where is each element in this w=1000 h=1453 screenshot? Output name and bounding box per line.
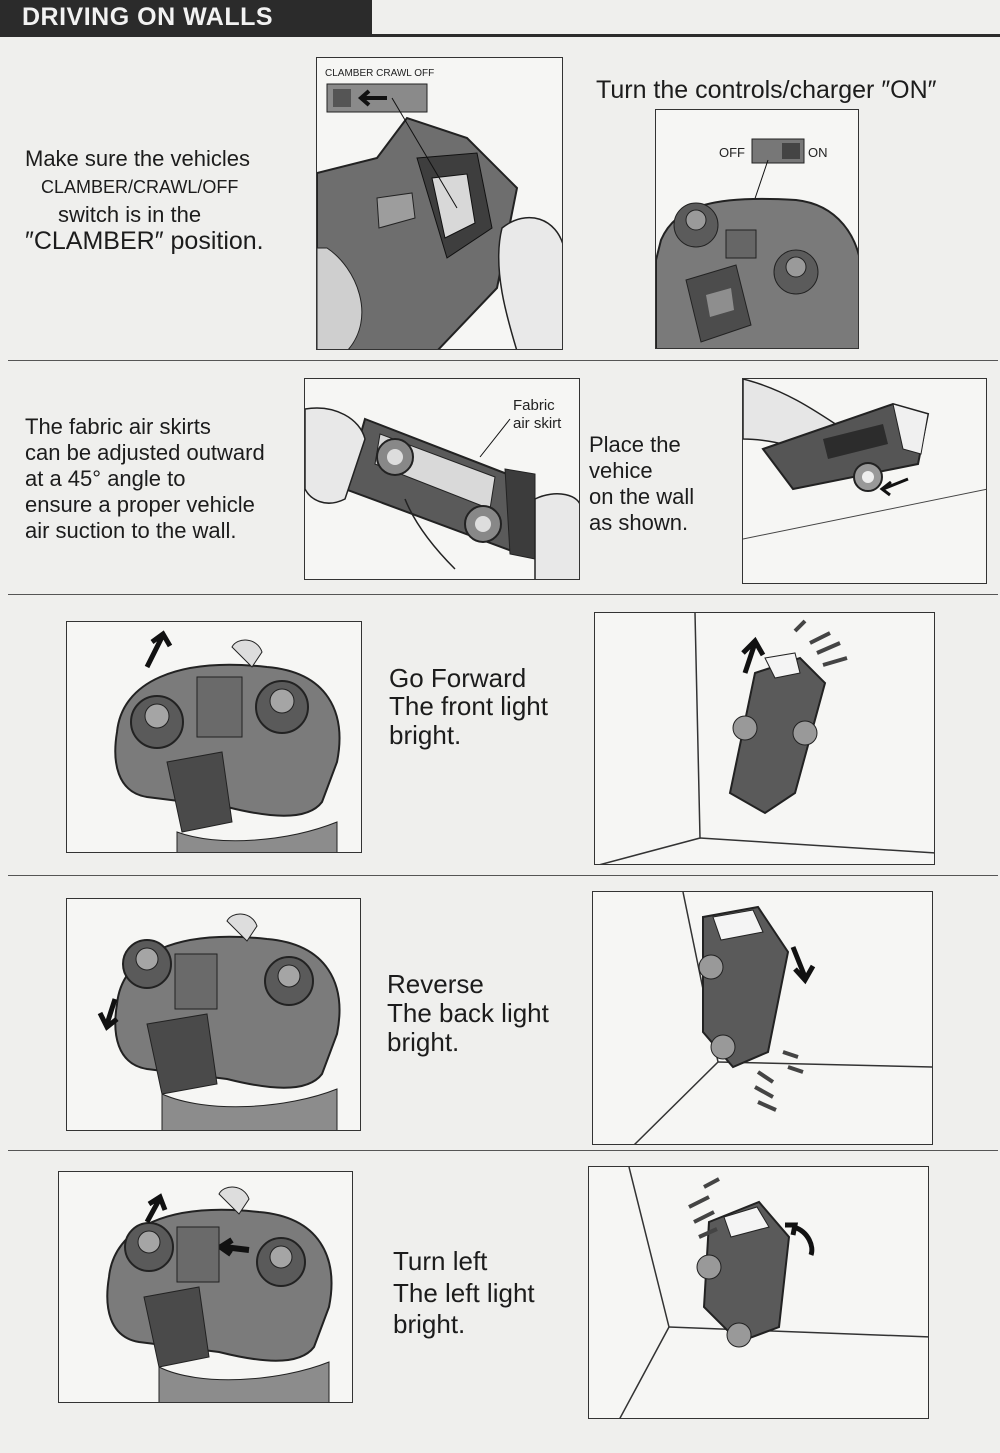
forward-wall-image <box>599 613 934 864</box>
left-controller-panel <box>58 1171 353 1403</box>
place-line-2: vehice <box>589 458 653 483</box>
reverse-line-3: bright. <box>387 1027 460 1057</box>
reverse-line-2: The back light <box>387 998 549 1028</box>
section-divider-2 <box>8 594 998 595</box>
step2-line-1: The fabric air skirts <box>25 414 211 439</box>
reverse-controller-panel <box>66 898 361 1131</box>
controls-on-text: Turn the controls/charger ″ON″ <box>596 76 937 104</box>
left-line-3: bright. <box>393 1309 466 1339</box>
place-on-wall-image <box>743 379 986 540</box>
place-line-4: as shown. <box>589 510 689 535</box>
air-skirt-callout-2: air skirt <box>513 415 562 432</box>
section-divider-4 <box>8 1150 998 1151</box>
step2-line-4: ensure a proper vehicle <box>25 492 255 517</box>
left-line-2: The left light <box>393 1278 535 1308</box>
left-wall-image <box>619 1167 928 1418</box>
place-on-wall-panel <box>742 378 987 584</box>
forward-controller-panel <box>66 621 362 853</box>
air-skirt-callout-1: Fabric <box>513 397 555 414</box>
step1-line-3: switch is in the <box>58 202 202 227</box>
reverse-wall-panel <box>592 891 933 1145</box>
reverse-line-1: Reverse <box>387 969 484 999</box>
step2-line-5: air suction to the wall. <box>25 518 237 543</box>
air-skirt-image <box>305 407 579 579</box>
reverse-controller-image <box>97 913 341 1130</box>
forward-line-1: Go Forward <box>389 663 527 693</box>
controller-on-panel: OFF ON <box>655 109 859 349</box>
air-skirt-panel: Fabric air skirt <box>304 378 580 580</box>
car-switch-image <box>317 83 562 349</box>
on-label: ON <box>808 145 828 160</box>
left-wall-panel <box>588 1166 929 1419</box>
place-line-3: on the wall <box>589 484 695 509</box>
section-divider-3 <box>8 875 998 876</box>
page-title: DRIVING ON WALLS <box>0 0 372 34</box>
step1-line-4: ″CLAMBER″ position. <box>25 227 264 255</box>
reverse-wall-image <box>633 892 932 1144</box>
forward-line-2: The front light <box>389 691 548 721</box>
left-line-1: Turn left <box>393 1246 488 1276</box>
controller-on-image <box>656 138 858 348</box>
step1-line-1: Make sure the vehicles <box>25 146 250 171</box>
forward-wall-panel <box>594 612 935 865</box>
place-line-1: Place the <box>589 432 681 457</box>
forward-controller-image <box>114 630 341 852</box>
step2-line-3: at a 45° angle to <box>25 466 186 491</box>
off-label: OFF <box>719 145 745 160</box>
step1-line-2: CLAMBER/CRAWL/OFF <box>41 177 239 197</box>
section-divider-1 <box>8 360 998 361</box>
switch-caption: CLAMBER CRAWL OFF <box>325 68 435 79</box>
left-controller-image <box>106 1186 333 1402</box>
switch-illustration-panel: CLAMBER CRAWL OFF <box>316 57 563 350</box>
forward-line-3: bright. <box>389 720 462 750</box>
step2-line-2: can be adjusted outward <box>25 440 265 465</box>
title-rule <box>0 34 1000 37</box>
